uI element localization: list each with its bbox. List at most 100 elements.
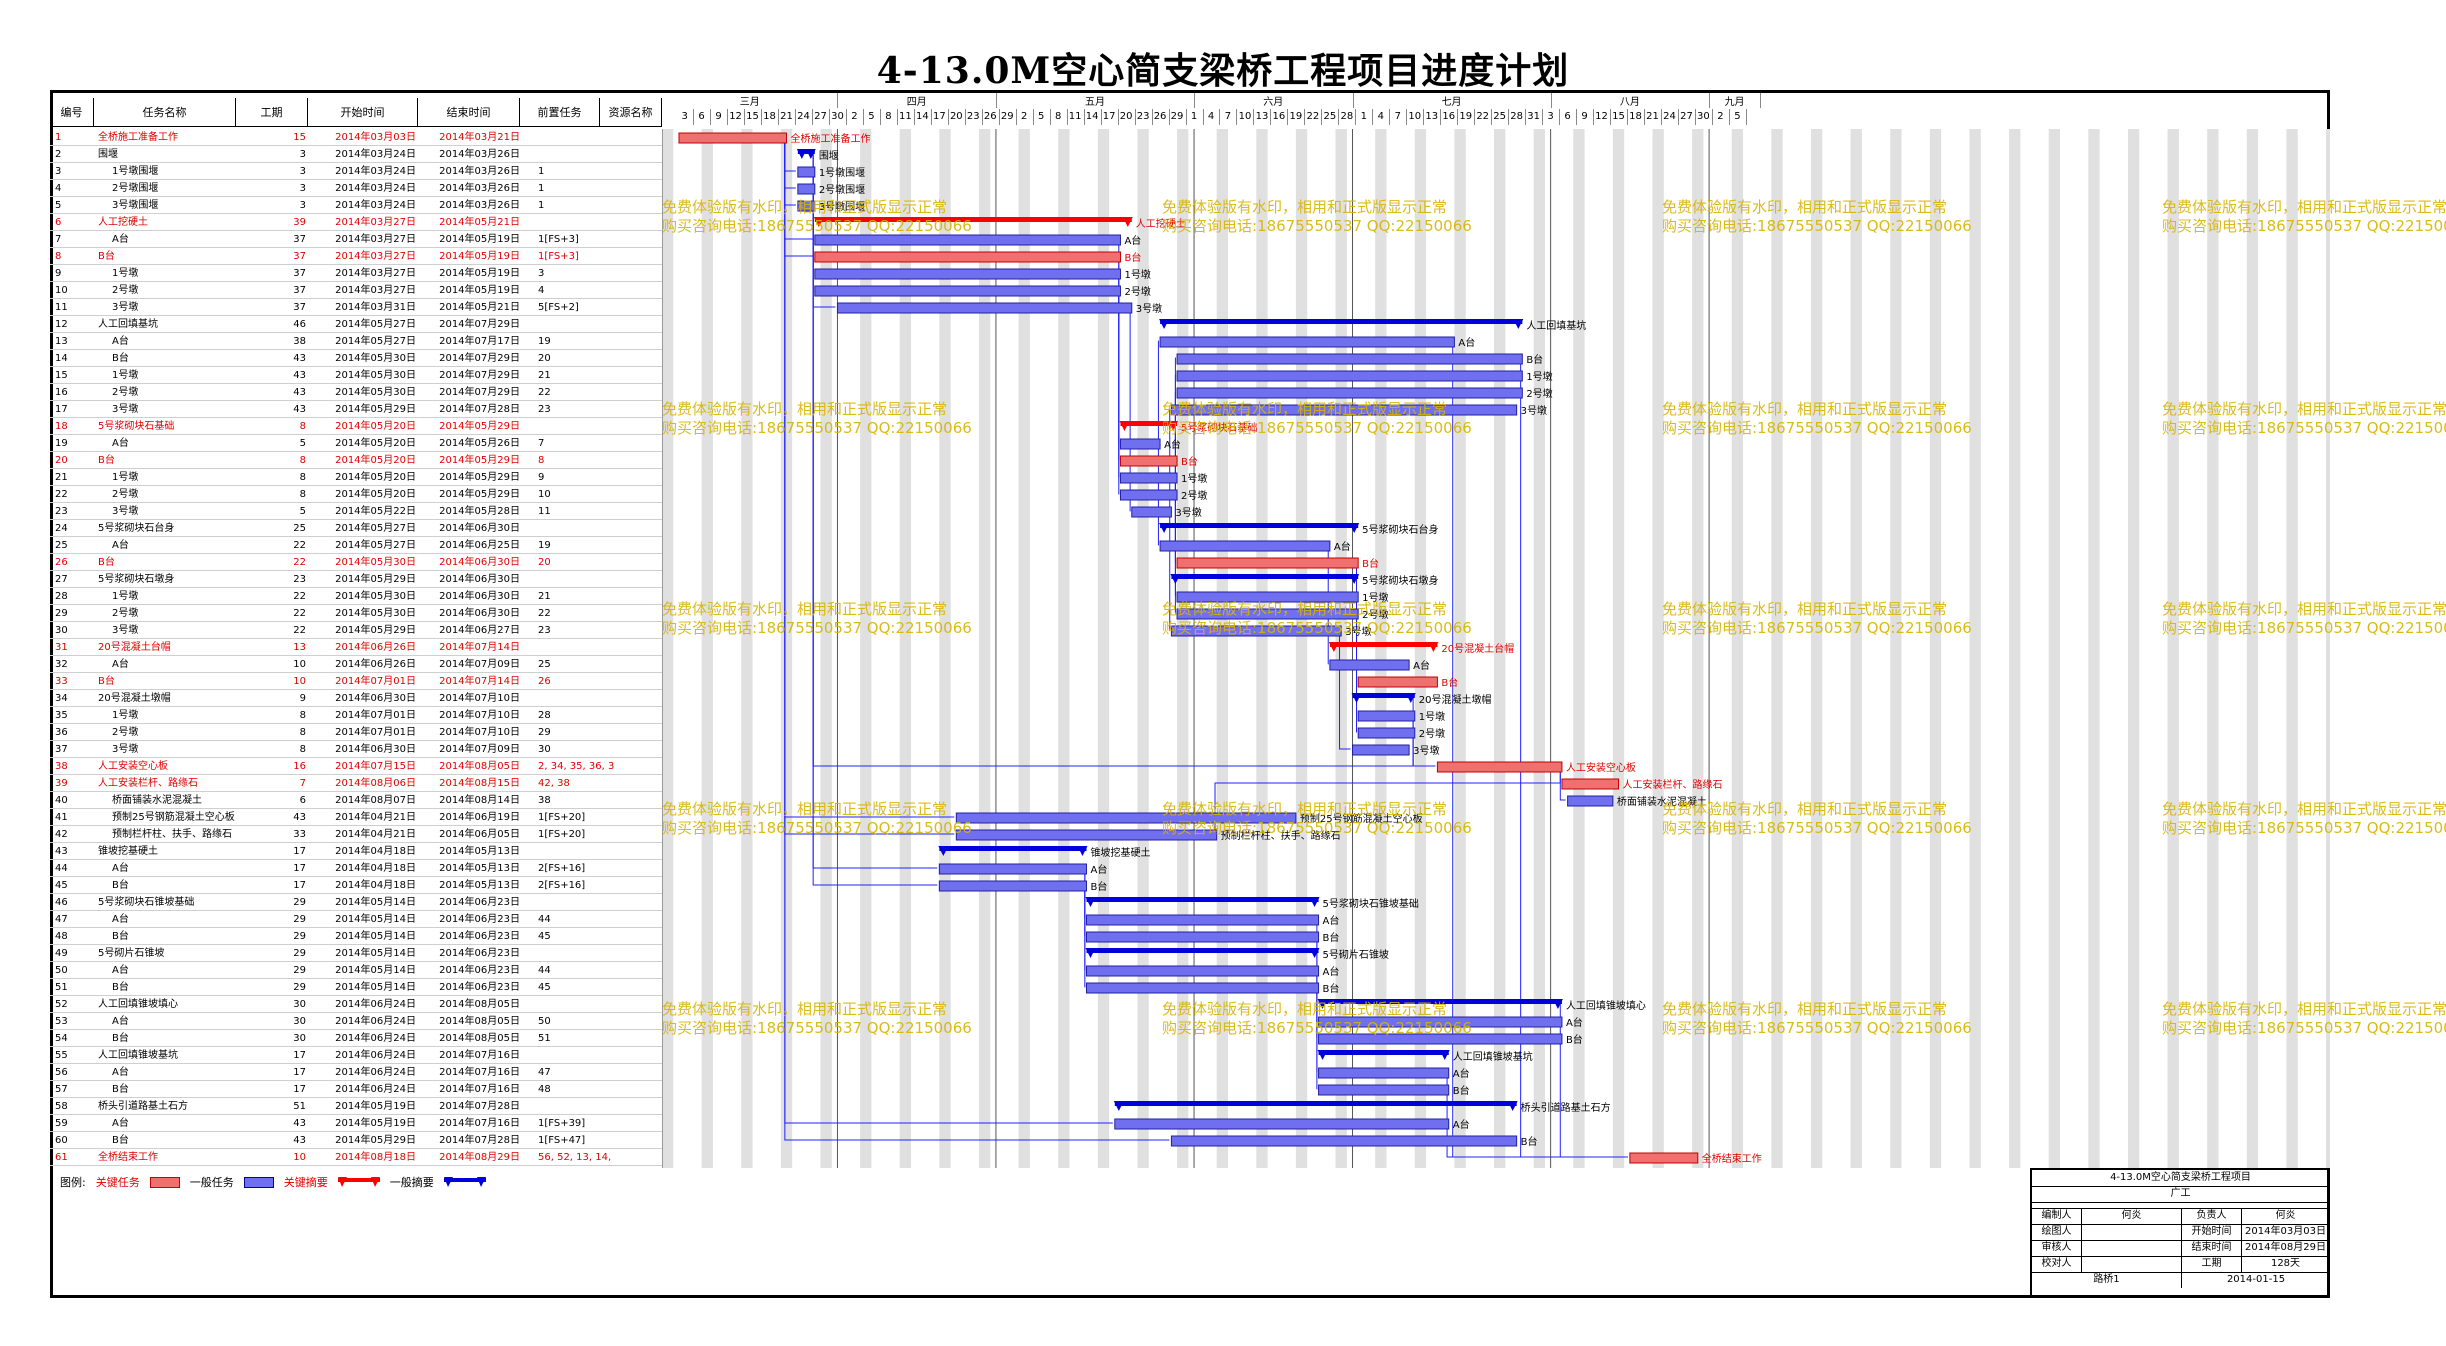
row-predecessor <box>520 1098 618 1115</box>
task-bar <box>1176 387 1523 399</box>
day-tick: 4 <box>1203 109 1221 125</box>
row-duration: 30 <box>293 1016 306 1027</box>
row-task-name: 2号墩 <box>112 489 139 500</box>
row-duration: 10 <box>293 1152 306 1163</box>
day-tick: 25 <box>1491 109 1510 125</box>
task-bar <box>1176 608 1359 620</box>
task-bar <box>1318 1084 1450 1096</box>
task-bar <box>938 863 1087 875</box>
summary-bar <box>1160 523 1359 528</box>
month-label: 四月 <box>837 93 997 108</box>
row-duration: 30 <box>293 999 306 1010</box>
summary-bar-start-cap <box>1113 1101 1124 1111</box>
month-label: 九月 <box>1709 93 1762 108</box>
watermark-line-2: 购买咨询电话:18675550537 QQ:22150066 <box>1162 419 1472 437</box>
row-start: 2014年03月31日 <box>335 302 416 313</box>
row-end: 2014年06月23日 <box>439 931 520 942</box>
task-bar-label: 2号墩 <box>1181 489 1207 502</box>
summary-bar-start-cap <box>1170 574 1181 584</box>
row-start: 2014年05月20日 <box>335 421 416 432</box>
watermark-line-1: 免费体验版有水印，相用和正式版显示正常 <box>2162 600 2446 618</box>
row-task-name: 人工回填基坑 <box>98 319 158 330</box>
watermark-line-1: 免费体验版有水印，相用和正式版显示正常 <box>1162 1000 1448 1018</box>
row-duration: 29 <box>293 914 306 925</box>
header-resource: 资源名称 <box>600 98 662 126</box>
day-tick: 20 <box>948 109 966 125</box>
row-duration: 43 <box>293 1118 306 1129</box>
summary-bar <box>1120 421 1178 426</box>
row-start: 2014年06月24日 <box>335 1033 416 1044</box>
row-id: 37 <box>55 744 68 755</box>
watermark-line-1: 免费体验版有水印，相用和正式版显示正常 <box>662 1000 948 1018</box>
row-id: 16 <box>55 387 68 398</box>
row-id: 18 <box>55 421 68 432</box>
row-task-name: 5号浆砌块石基础 <box>98 421 175 432</box>
task-bar <box>1086 965 1320 977</box>
row-predecessor: 1 <box>538 183 545 194</box>
row-task-name: 1号墩 <box>112 268 139 279</box>
task-bar-label: 人工回填锥坡基坑 <box>1453 1050 1533 1063</box>
